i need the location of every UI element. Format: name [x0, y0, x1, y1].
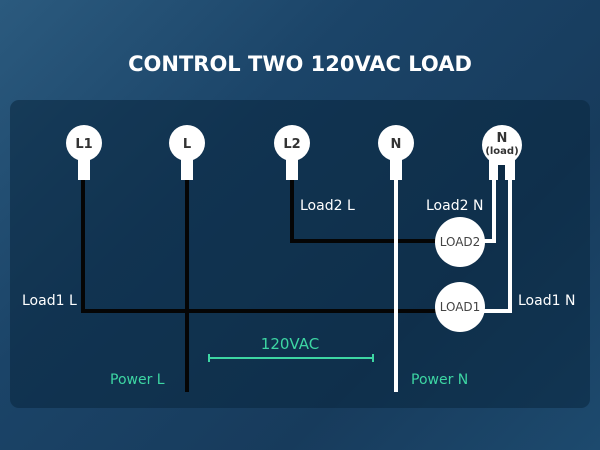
wire-load1-n [480, 178, 512, 313]
load1-circle [435, 282, 485, 332]
power-l-label: Power L [110, 372, 165, 388]
load1-n-label: Load1 N [518, 293, 575, 309]
terminal-l [169, 125, 205, 180]
wire-load2-l [290, 178, 440, 243]
power-n-label: Power N [411, 372, 468, 388]
load2-circle [435, 217, 485, 267]
terminal-n-load-sublabel: (load) [485, 146, 518, 157]
terminal-n [378, 125, 414, 180]
terminal-n-load-gap [498, 165, 505, 180]
terminal-l-label: L [183, 137, 191, 152]
load2-l-label: Load2 L [300, 198, 355, 214]
diagram-title: CONTROL TWO 120VAC LOAD [128, 52, 472, 76]
voltage-arrow [208, 354, 374, 362]
terminal-n-label: N [391, 137, 402, 152]
load2-label: LOAD2 [440, 235, 481, 249]
wire-load1-l [81, 178, 440, 313]
terminal-l2-label: L2 [283, 137, 300, 152]
load1-label: LOAD1 [440, 300, 481, 314]
terminal-l1 [66, 125, 102, 180]
terminal-l1-label: L1 [75, 137, 92, 152]
load1-l-label: Load1 L [22, 293, 77, 309]
terminal-l2 [274, 125, 310, 180]
voltage-label: 120VAC [261, 335, 319, 353]
load2-n-label: Load2 N [426, 198, 483, 214]
terminal-n-load-label: N [497, 131, 508, 146]
